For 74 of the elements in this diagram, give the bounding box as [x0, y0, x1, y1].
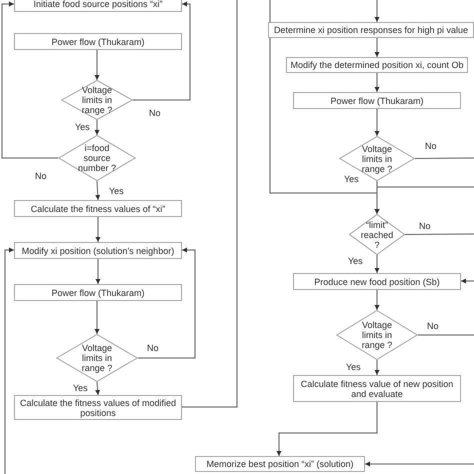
node-text: Determine xi position responses for high pi value — [274, 25, 468, 35]
node-text: Power flow (Thukaram) — [51, 36, 145, 46]
arrow — [96, 216, 100, 242]
decision-diamond — [339, 136, 415, 181]
process-box — [286, 57, 468, 73]
connector-line — [404, 234, 474, 235]
arrow — [138, 248, 196, 358]
node-text: Modify xi position (solution’s neighbor) — [22, 246, 174, 256]
node-text: Produce new food position (Sb) — [314, 276, 440, 286]
arrow — [460, 278, 474, 284]
node-text: Power flow (Thukaram) — [51, 288, 145, 298]
edge-label: No — [148, 108, 162, 118]
arrow — [2, 2, 58, 158]
node-text: Voltage limits in range ? — [360, 144, 394, 174]
process-box — [293, 273, 461, 290]
decision-diamond — [56, 334, 138, 382]
arrow — [374, 38, 380, 58]
decision-diamond — [349, 214, 405, 255]
process-box — [14, 33, 182, 50]
arrow — [374, 186, 474, 214]
arrow — [94, 120, 100, 136]
decision-diamond — [61, 80, 133, 120]
node-text: Calculate fitness value of new position and evaluate — [300, 378, 454, 398]
arrow — [364, 462, 474, 466]
edge-label: No — [146, 343, 160, 353]
arrow — [94, 50, 100, 80]
process-box — [14, 200, 182, 217]
arrow — [95, 382, 100, 396]
arrow — [276, 402, 378, 456]
process-box — [14, 284, 182, 301]
arrow — [4, 248, 14, 474]
edge-label: No — [418, 221, 432, 231]
arrow — [94, 300, 100, 334]
arrow — [374, 360, 380, 376]
node-text: Memorize best position “xi” (solution) — [206, 459, 354, 469]
arrow — [374, 108, 380, 136]
edge-label: Yes — [343, 174, 360, 184]
edge-label: Yes — [345, 362, 362, 372]
node-text: Initiate food source positions “xi” — [33, 0, 163, 9]
process-box — [293, 92, 461, 109]
node-text: i=food source number ? — [76, 143, 118, 173]
connector-line — [418, 334, 474, 336]
edge-label: No — [34, 171, 48, 181]
node-text: Modify the determined position xi, count Ob — [290, 60, 464, 70]
node-text: Voltage limits in range ? — [80, 343, 114, 373]
edge-label: Yes — [72, 383, 89, 393]
process-box — [14, 242, 182, 259]
arrow — [374, 290, 380, 310]
node-text: Voltage limits in range ? — [360, 320, 394, 350]
process-box — [195, 456, 365, 472]
node-text: Voltage limits in range ? — [80, 85, 114, 115]
edge-label: No — [424, 141, 438, 151]
node-text: Calculate the fitness values of “xi” — [30, 204, 166, 214]
node-text: Calculate the fitness values of modified positions — [18, 398, 178, 418]
edge-label: Yes — [108, 186, 125, 196]
decision-diamond — [58, 135, 136, 181]
node-text: Power flow (Thukaram) — [330, 96, 424, 106]
arrow — [95, 180, 100, 200]
arrow — [96, 258, 100, 284]
node-text: “limit” reached ? — [360, 220, 394, 250]
decision-diamond — [336, 310, 418, 360]
connector-line — [414, 158, 474, 159]
arrow — [374, 0, 380, 22]
edge-label: No — [426, 321, 440, 331]
edge-label: Yes — [74, 122, 91, 132]
process-box — [293, 375, 461, 402]
process-box — [14, 0, 182, 12]
connector-line — [182, 0, 238, 408]
process-box — [14, 395, 182, 420]
arrow — [374, 254, 380, 274]
arrow — [132, 2, 190, 100]
arrow — [374, 72, 380, 92]
edge-label: Yes — [347, 256, 364, 266]
process-box — [268, 22, 474, 38]
